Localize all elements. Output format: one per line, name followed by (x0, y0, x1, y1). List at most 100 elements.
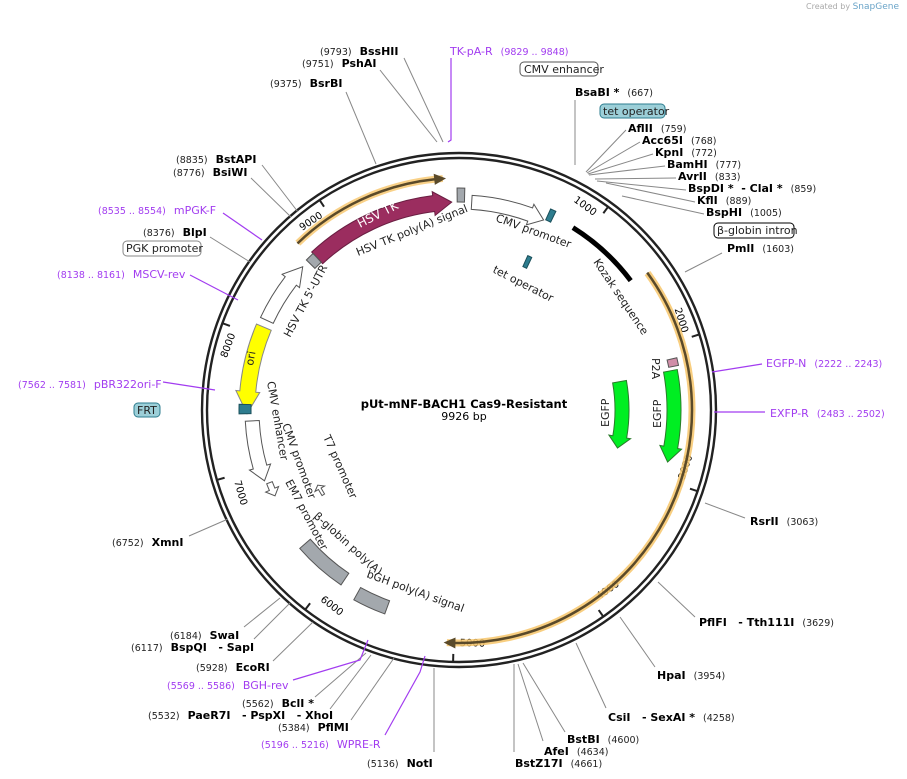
enzyme-site-label[interactable]: BsaBI *(667) (575, 86, 653, 99)
hsv-tk-polya-signal-box[interactable] (456, 187, 466, 203)
enzyme-site-label[interactable]: BspHI(1005) (706, 206, 782, 219)
beta-globin-intron-callout[interactable]: β-globin intron (713, 222, 798, 239)
enzyme-leader-line (594, 177, 677, 180)
enzyme-site-label[interactable]: (9751)PshAI (302, 57, 376, 70)
enzyme-site-label[interactable]: BamHI(777) (667, 158, 741, 171)
enzyme-position: (6184) (170, 631, 202, 642)
enzyme-site-label[interactable]: AfeI(4634) (544, 745, 608, 758)
primer-leader-line (162, 381, 216, 391)
enzyme-position: (667) (627, 88, 653, 99)
enzyme-site-label[interactable]: BstBI(4600) (567, 733, 639, 746)
enzyme-site-label[interactable]: KpnI(772) (655, 146, 717, 159)
enzyme-site-label[interactable]: (6752)XmnI (112, 536, 183, 549)
enzyme-site-label[interactable]: (8835)BstAPI (176, 153, 256, 166)
primer-label[interactable]: (5569 .. 5586)BGH-rev (167, 679, 289, 692)
enzyme-site-label[interactable]: (5928)EcoRI (196, 661, 270, 674)
enzyme-name: AvrII (678, 170, 707, 183)
enzyme-site-label[interactable]: BspDI * - ClaI *(859) (688, 182, 816, 195)
enzyme-name: CsiI - SexAI * (608, 711, 695, 724)
tet-operator-callout[interactable]: tet operator (599, 103, 670, 119)
tick-mark (318, 199, 325, 208)
tet-operator-inner-box[interactable] (522, 254, 533, 269)
enzyme-position: (1603) (762, 244, 794, 255)
hsv-tk-utr-arrow[interactable] (259, 266, 304, 325)
primer-label[interactable]: (8535 .. 8554)mPGK-F (98, 204, 216, 217)
tick-mark (222, 322, 231, 327)
hsv-tk-polya-box[interactable] (305, 252, 322, 270)
enzyme-site-label[interactable]: PmlI(1603) (727, 242, 794, 255)
enzyme-position: (5384) (278, 723, 310, 734)
enzyme-site-label[interactable]: (6184)SwaI (170, 629, 239, 642)
cas9-orf-highlight[interactable] (446, 270, 696, 647)
egfp-outer-label: EGFP (651, 399, 664, 428)
kozak-sequence-arc[interactable] (571, 225, 633, 283)
primer-label[interactable]: (5196 .. 5216)WPRE-R (261, 738, 381, 751)
tet-operator-box[interactable] (545, 208, 557, 223)
enzyme-site-label[interactable]: RsrII(3063) (750, 515, 818, 528)
ori-label: ori (243, 350, 258, 366)
enzyme-site-label[interactable]: AflII(759) (628, 122, 686, 135)
enzyme-site-label[interactable]: PflFI - Tth111I(3629) (699, 616, 834, 629)
enzyme-site-label[interactable]: (5384)PflMI (278, 721, 349, 734)
enzyme-site-label[interactable]: (9375)BsrBI (270, 77, 342, 90)
leader-lines (162, 57, 765, 752)
bgh-polya-box[interactable] (353, 586, 391, 615)
tet-operator-inner-label: tet operator (491, 263, 556, 305)
enzyme-name: BssHII (360, 45, 399, 58)
tick-mark (304, 602, 311, 611)
frt-callout[interactable]: FRT (133, 402, 161, 418)
cmv-enhancer-callout[interactable]: CMV enhancer (519, 61, 604, 77)
enzyme-name: NotI (407, 757, 433, 770)
primer-label[interactable]: (8138 .. 8161)MSCV-rev (57, 268, 186, 281)
primer-label[interactable]: (7562 .. 7581)pBR322ori-F (18, 378, 162, 391)
enzyme-site-label[interactable]: (6117)BspQI - SapI (131, 641, 254, 654)
enzyme-site-label[interactable]: (9793)BssHII (320, 45, 398, 58)
enzyme-position: (9751) (302, 59, 334, 70)
ori-arrow[interactable] (235, 323, 272, 415)
em7-promoter-arrow[interactable] (264, 481, 280, 497)
primer-range: (5569 .. 5586) (167, 681, 235, 692)
primer-leader-line (189, 274, 239, 301)
primer-label[interactable]: TK-pA-R(9829 .. 9848) (449, 45, 568, 58)
primer-label[interactable]: EXFP-R(2483 .. 2502) (770, 407, 885, 420)
enzyme-site-label[interactable]: Acc65I(768) (642, 134, 717, 147)
enzyme-name: PflFI - Tth111I (699, 616, 794, 629)
enzyme-leader-line (522, 662, 566, 733)
pgk-promoter-callout[interactable]: PGK promoter (122, 240, 203, 257)
enzyme-leader-line (250, 177, 292, 218)
enzyme-position: (8776) (173, 168, 205, 179)
cmv-enhancer-arrow[interactable] (244, 419, 272, 482)
p2a-box[interactable] (666, 357, 680, 368)
tick-label: 8000 (219, 332, 238, 360)
hsv-tk-feature[interactable] (310, 190, 453, 265)
primer-label[interactable]: EGFP-N(2222 .. 2243) (766, 357, 882, 370)
enzyme-site-label[interactable]: AvrII (833) (678, 170, 740, 183)
enzyme-site-label[interactable]: KflI(889) (697, 194, 751, 207)
enzyme-site-label[interactable]: (8776)BsiWI (173, 166, 248, 179)
enzyme-position: (833) (715, 172, 741, 183)
enzyme-site-label[interactable]: (5136)NotI (367, 757, 433, 770)
enzyme-site-label[interactable]: BstZ17I(4661) (515, 757, 602, 770)
beta-globin-polya-box[interactable] (299, 538, 350, 586)
enzyme-site-label[interactable]: HpaI(3954) (657, 669, 725, 682)
enzyme-position: (9375) (270, 79, 302, 90)
enzyme-position: (8376) (143, 228, 175, 239)
enzyme-leader-line (253, 602, 291, 640)
egfp-inner-arrow[interactable] (607, 379, 632, 449)
primer-name: WPRE-R (337, 738, 381, 751)
enzyme-name: KflI (697, 194, 718, 207)
frt-box[interactable] (238, 403, 252, 415)
cmv-promoter-arrow[interactable] (470, 194, 545, 226)
enzyme-name: BstAPI (216, 153, 257, 166)
enzyme-position: (777) (716, 160, 742, 171)
t7-promoter-arrow[interactable] (313, 484, 327, 497)
enzyme-name: PaeR7I - PspXI - XhoI (188, 709, 333, 722)
enzyme-site-label[interactable]: (8376)BlpI (143, 226, 207, 239)
hsv-tk-orf-arrow[interactable] (296, 173, 447, 245)
enzyme-site-label[interactable]: (5562)BclI * (242, 697, 314, 710)
primer-range: (7562 .. 7581) (18, 380, 86, 391)
egfp-outer-arrow[interactable] (659, 368, 683, 463)
enzyme-site-label[interactable]: (5532)PaeR7I - PspXI - XhoI (148, 709, 333, 722)
enzyme-site-label[interactable]: CsiI - SexAI *(4258) (608, 711, 735, 724)
cas9-orf-arrow[interactable] (443, 271, 694, 649)
